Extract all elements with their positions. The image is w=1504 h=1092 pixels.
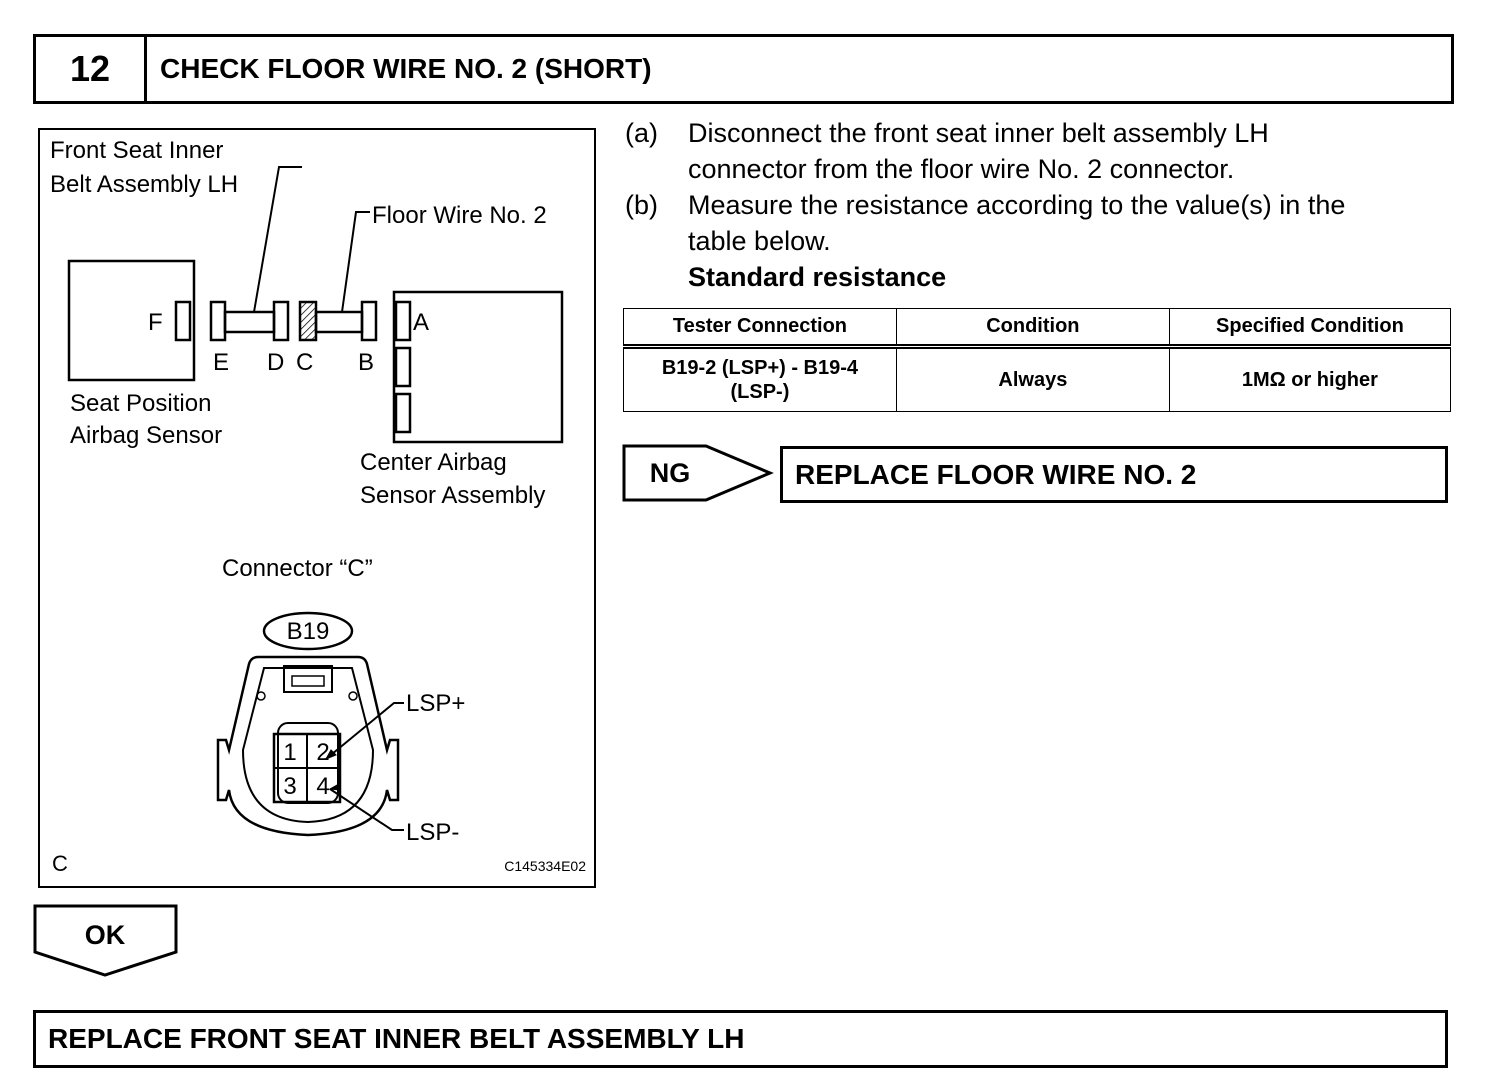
front-seat-label-line1: Front Seat Inner (50, 137, 223, 164)
connector-b19-inner (241, 667, 375, 824)
connector-d (272, 300, 290, 342)
instruction-a-label: (a) (625, 118, 658, 148)
center-connector-2 (394, 346, 412, 388)
connection-line2: (LSP-) (730, 381, 790, 403)
connection-line1: B19-2 (LSP+) - B19-4 (661, 357, 859, 379)
lsp-minus-leader (329, 788, 404, 831)
lsp-minus-arrowhead (328, 784, 341, 791)
ng-action-box: REPLACE FLOOR WIRE NO. 2 (780, 446, 1448, 503)
floor-wire-leader (341, 211, 370, 313)
letter-b: B (358, 349, 374, 376)
resistance-table: Tester Connection Condition Specified Co… (623, 308, 1452, 412)
ng-arrow: NG (622, 444, 774, 502)
cell-condition: Always (895, 346, 1170, 412)
lsp-plus-arrowhead (324, 749, 337, 760)
front-seat-label-line2: Belt Assembly LH (50, 171, 238, 198)
connector-latch (283, 665, 333, 693)
front-seat-leader (253, 166, 302, 313)
letter-d: D (267, 349, 284, 376)
pin-4: 4 (316, 773, 329, 800)
step-title: CHECK FLOOR WIRE NO. 2 (SHORT) (160, 53, 652, 84)
letter-f: F (148, 309, 163, 336)
instruction-a-line2: connector from the floor wire No. 2 conn… (688, 154, 1235, 184)
lsp-plus-label: LSP+ (406, 690, 465, 717)
connector-code: B19 (287, 618, 330, 645)
instruction-b-line2: table below. (688, 226, 831, 256)
pin-2: 2 (316, 739, 329, 766)
instruction-b-line1: Measure the resistance according to the … (688, 190, 1346, 220)
ok-arrow: OK (33, 904, 178, 977)
standard-resistance-heading: Standard resistance (688, 262, 947, 292)
connector-title: Connector “C” (222, 555, 373, 582)
table-row: B19-2 (LSP+) - B19-4 (LSP-) Always 1MΩ o… (623, 346, 1452, 412)
connector-b (360, 300, 378, 342)
latch-slot (291, 675, 325, 687)
b19-label-ellipse (262, 611, 354, 651)
connector-b19-body (216, 655, 400, 837)
floor-wire-label: Floor Wire No. 2 (372, 202, 547, 229)
center-airbag-sensor-box (392, 290, 564, 444)
letter-c: C (296, 349, 313, 376)
header-tester-connection: Tester Connection (623, 308, 897, 349)
connector-hole-left (256, 691, 266, 701)
wiring-figure: Front Seat Inner Belt Assembly LH Floor … (38, 128, 596, 888)
center-airbag-label-line2: Sensor Assembly (360, 482, 545, 509)
instruction-b-label: (b) (625, 190, 658, 220)
ng-label: NG (650, 458, 691, 488)
letter-e: E (213, 349, 229, 376)
cell-specified: 1MΩ or higher (1168, 346, 1452, 412)
ok-action: REPLACE FRONT SEAT INNER BELT ASSEMBLY L… (48, 1023, 745, 1054)
floor-wire-harness (314, 310, 364, 334)
center-connector-3 (394, 392, 412, 434)
header-specified-condition: Specified Condition (1168, 308, 1452, 349)
connector-a (394, 300, 412, 342)
ok-label: OK (85, 920, 126, 950)
step-number: 12 (36, 37, 147, 101)
lsp-minus-label: LSP- (406, 819, 459, 846)
ok-action-box: REPLACE FRONT SEAT INNER BELT ASSEMBLY L… (33, 1010, 1448, 1068)
lsp-plus-leader (325, 702, 404, 760)
seat-position-label-line1: Seat Position (70, 390, 211, 417)
connector-hole-right (348, 691, 358, 701)
front-seat-harness (223, 310, 276, 334)
figure-id: C145334E02 (504, 858, 586, 874)
seat-position-label-line2: Airbag Sensor (70, 422, 222, 449)
wiring-diagram: Front Seat Inner Belt Assembly LH Floor … (50, 137, 586, 876)
figure-corner-letter: C (52, 851, 68, 876)
instruction-a-line1: Disconnect the front seat inner belt ass… (688, 118, 1269, 148)
connector-c (298, 300, 318, 342)
step-header: 12 CHECK FLOOR WIRE NO. 2 (SHORT) (33, 34, 1454, 104)
pin-3: 3 (283, 773, 296, 800)
ng-action: REPLACE FLOOR WIRE NO. 2 (795, 458, 1197, 490)
cell-tester-connection: B19-2 (LSP+) - B19-4 (LSP-) (623, 346, 897, 412)
letter-a: A (413, 309, 429, 336)
header-condition: Condition (895, 308, 1170, 349)
center-airbag-label-line1: Center Airbag (360, 449, 507, 476)
connector-e (209, 300, 227, 342)
connector-f (174, 300, 192, 342)
pin-1: 1 (283, 739, 296, 766)
seat-position-sensor-box (67, 259, 196, 382)
